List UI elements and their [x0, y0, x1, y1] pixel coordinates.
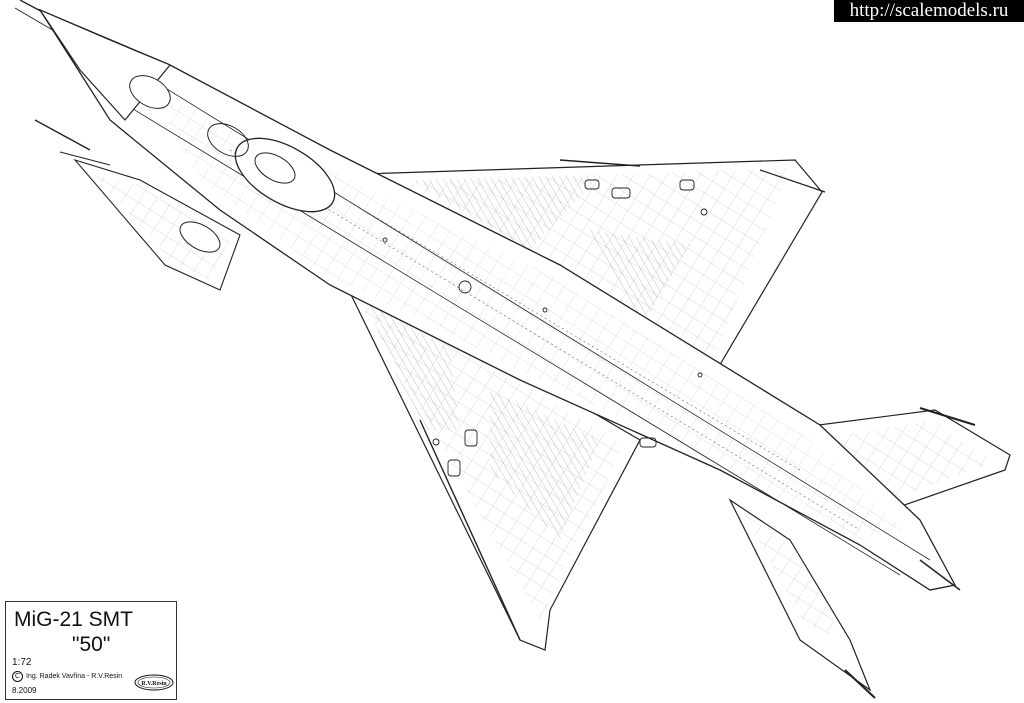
right-stabilizer: [778, 407, 1011, 511]
copyright-icon: C: [12, 671, 23, 682]
canopy: [207, 123, 336, 213]
left-wing: [333, 260, 641, 651]
svg-text:R.V.Resin: R.V.Resin: [141, 681, 167, 687]
author-name: Ing. Radek Vavřina - R.V.Resin: [26, 673, 123, 680]
left-stabilizer: [728, 498, 876, 699]
panel-details: [382, 179, 708, 477]
external-store: [34, 119, 241, 291]
author-line: C Ing. Radek Vavřina - R.V.Resin: [12, 671, 122, 682]
nose-section: [38, 8, 171, 121]
aircraft-number: "50": [72, 633, 111, 656]
rv-resin-logo: R.V.Resin: [134, 674, 174, 691]
drawing-date: 8.2009: [12, 686, 37, 695]
title-block: MiG-21 SMT "50" 1:72 C Ing. Radek Vavřin…: [5, 601, 177, 700]
aircraft-name: MiG-21 SMT: [14, 608, 134, 631]
scale-label: 1:72: [12, 657, 32, 668]
watermark-url: http://scalemodels.ru: [834, 0, 1024, 22]
